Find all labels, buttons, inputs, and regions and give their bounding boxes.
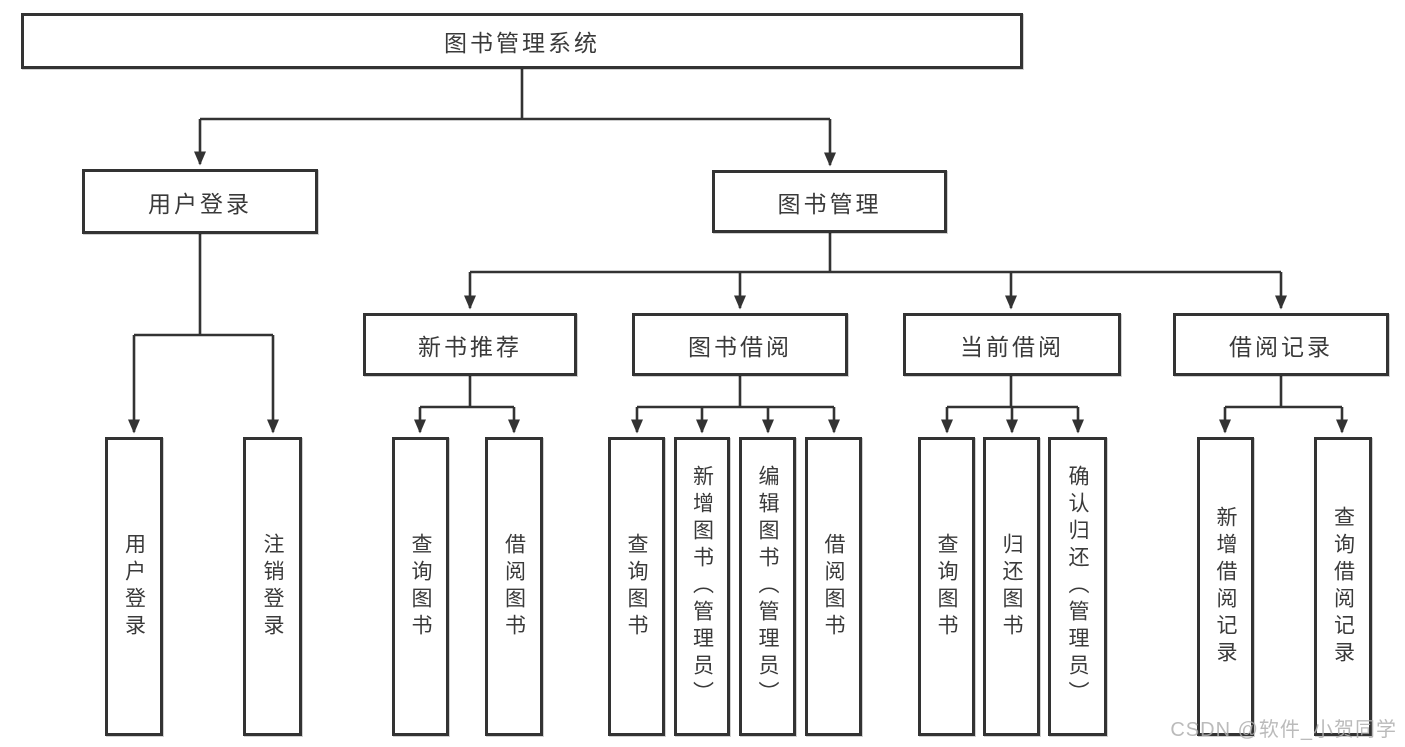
leaf-logout: 注销登录 [243, 437, 302, 736]
csdn-watermark: CSDN @软件_小贺同学 [1170, 719, 1397, 741]
leaf-add-borrow-record: 新增借阅记录 [1197, 437, 1254, 736]
leaf-borrow-books-recommend: 借阅图书 [485, 437, 543, 736]
node-book-management: 图书管理 [712, 170, 947, 233]
node-new-book-recommendation: 新书推荐 [363, 313, 577, 376]
node-current-borrowing: 当前借阅 [903, 313, 1121, 376]
node-user-login: 用户登录 [82, 169, 318, 234]
leaf-return-books: 归还图书 [983, 437, 1040, 736]
leaf-query-books-current: 查询图书 [918, 437, 975, 736]
node-book-borrowing: 图书借阅 [632, 313, 848, 376]
leaf-confirm-return-admin: 确认归还（管理员） [1048, 437, 1107, 736]
node-borrowing-records: 借阅记录 [1173, 313, 1389, 376]
leaf-add-books-admin: 新增图书（管理员） [674, 437, 730, 736]
leaf-user-login: 用户登录 [105, 437, 163, 736]
leaf-edit-books-admin: 编辑图书（管理员） [739, 437, 796, 736]
node-library-management-system: 图书管理系统 [21, 13, 1023, 69]
leaf-borrow-books: 借阅图书 [805, 437, 862, 736]
leaf-query-books-recommend: 查询图书 [392, 437, 449, 736]
leaf-query-borrow-record: 查询借阅记录 [1314, 437, 1372, 736]
leaf-query-books-borrow: 查询图书 [608, 437, 665, 736]
